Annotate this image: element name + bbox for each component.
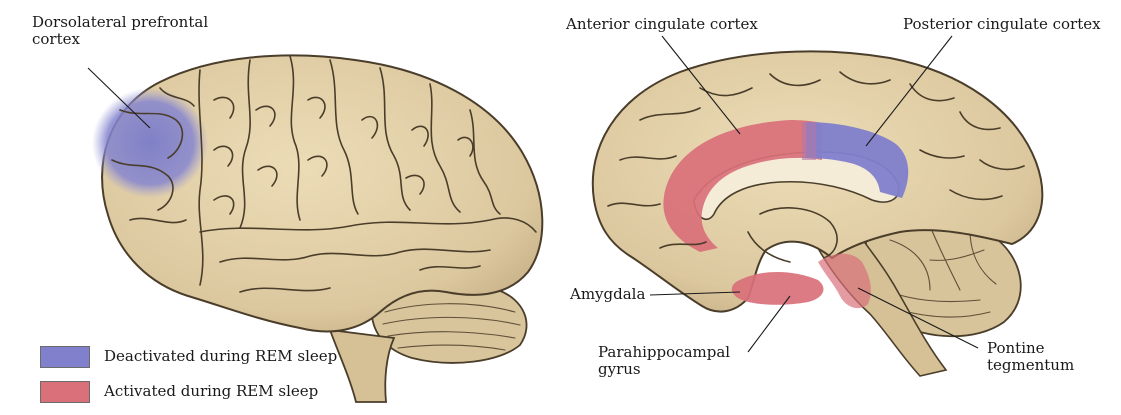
legend-label-activated: Activated during REM sleep: [104, 383, 318, 400]
dlpfc-label: Dorsolateral prefrontal cortex: [32, 14, 208, 48]
legend-label-deactivated: Deactivated during REM sleep: [104, 348, 337, 365]
legend-swatch-activated: [40, 381, 90, 403]
dlpfc-deactivated-region: [92, 88, 208, 198]
acc-label: Anterior cingulate cortex: [566, 16, 758, 33]
lateral-brainstem: [330, 330, 394, 402]
pontine-label: Pontine tegmentum: [987, 340, 1074, 374]
amygdala-label: Amygdala: [570, 286, 645, 303]
parahippocampal-label-line-1: Parahippocampal: [598, 344, 730, 361]
medial-brain: [593, 51, 1042, 376]
pcc-label: Posterior cingulate cortex: [903, 16, 1101, 33]
pontine-label-line-1: Pontine: [987, 340, 1074, 357]
legend-swatch-deactivated: [40, 346, 90, 368]
dlpfc-label-line-1: Dorsolateral prefrontal: [32, 14, 208, 31]
parahippocampal-label: Parahippocampal gyrus: [598, 344, 730, 378]
parahippocampal-label-line-2: gyrus: [598, 361, 730, 378]
dlpfc-label-line-2: cortex: [32, 31, 208, 48]
pontine-label-line-2: tegmentum: [987, 357, 1074, 374]
